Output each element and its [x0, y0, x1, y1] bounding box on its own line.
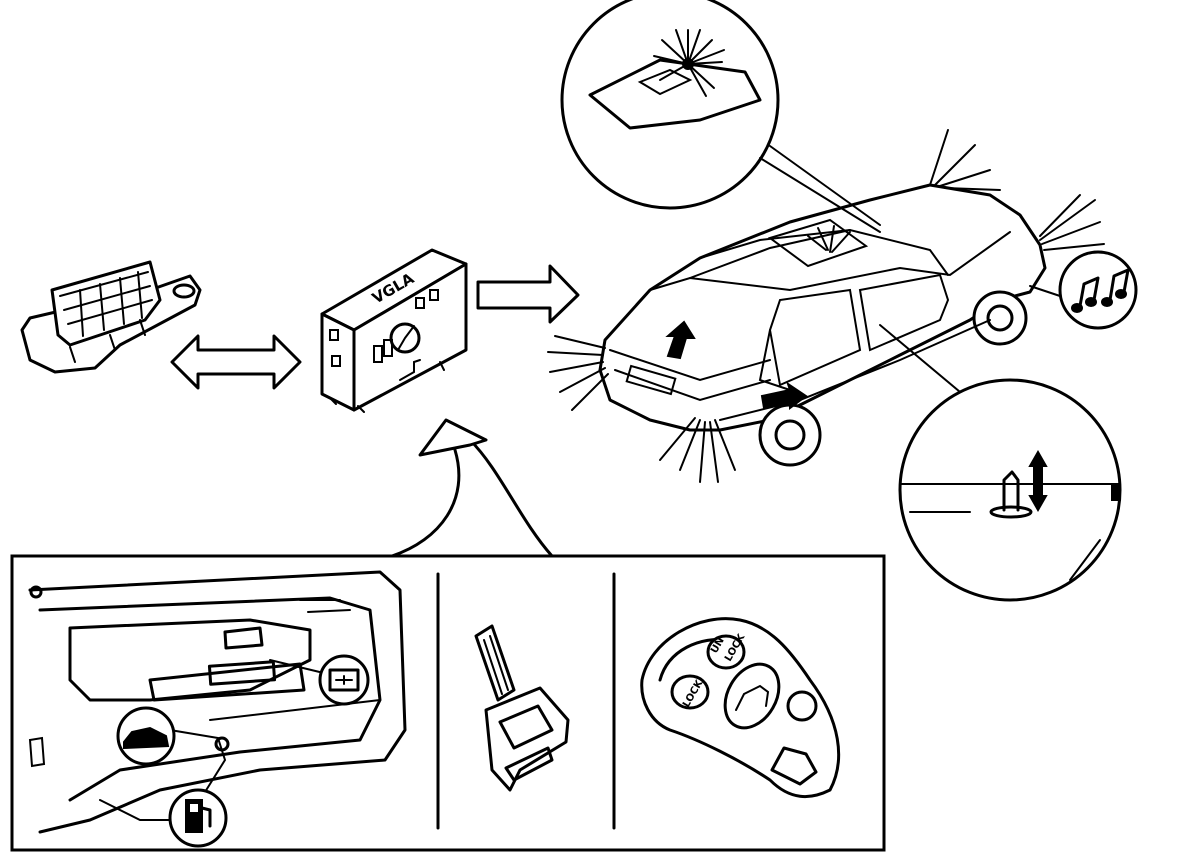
- output-arrow: [476, 264, 580, 324]
- lock-knob-callout: [879, 324, 1122, 602]
- vgla-control-module: VGLA: [320, 248, 468, 413]
- unlock-button[interactable]: UN LOCK: [706, 631, 748, 670]
- panic-button[interactable]: [786, 690, 818, 722]
- interior-light-callout: [560, 0, 881, 233]
- diagnostic-connector: [20, 260, 202, 374]
- car-illustration: [547, 129, 1105, 483]
- module-dial: [389, 322, 421, 354]
- ignition-key: [474, 624, 570, 792]
- lock-button[interactable]: LOCK: [670, 674, 710, 710]
- trunk-release-callout: [116, 706, 176, 766]
- door-panel: [28, 570, 407, 834]
- bidirectional-arrow: [170, 334, 302, 390]
- input-arrow: [390, 418, 554, 558]
- fuel-filler-callout: [168, 788, 228, 848]
- central-lock-switch-callout: [318, 654, 370, 706]
- horn-sound-callout: [1029, 250, 1138, 330]
- key-ring-loop: [770, 746, 818, 786]
- remote-control: UN LOCK LOCK: [640, 617, 841, 799]
- trunk-button[interactable]: [714, 655, 790, 738]
